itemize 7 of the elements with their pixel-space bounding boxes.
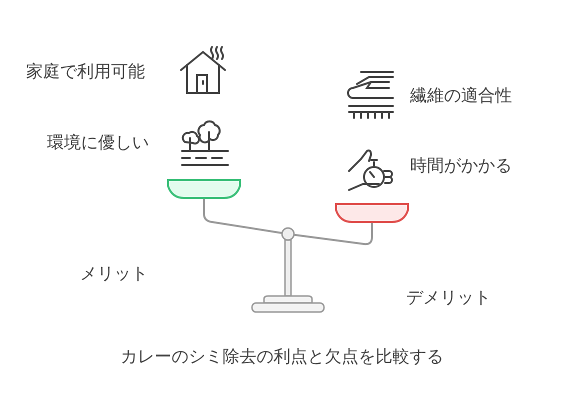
- item-label: 家庭で利用可能: [26, 62, 145, 82]
- item-label: 環境に優しい: [47, 133, 149, 154]
- caption: カレーのシミ除去の利点と欠点を比較する: [120, 347, 444, 368]
- category-heading: デメリット: [406, 288, 491, 308]
- item-label: 繊維の適合性: [410, 86, 512, 106]
- category-heading: メリット: [80, 264, 148, 284]
- item-label: 時間がかかる: [410, 156, 512, 176]
